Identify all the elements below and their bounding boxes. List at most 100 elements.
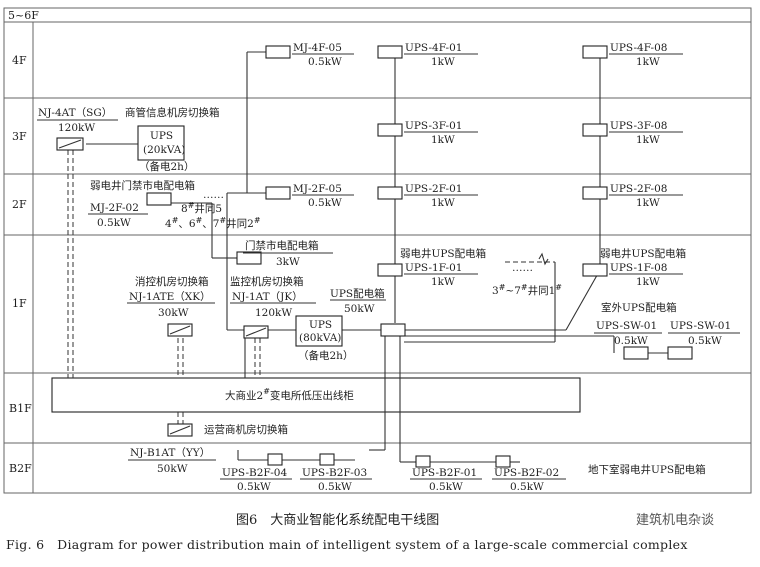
ups80-spec: (80kVA): [299, 332, 341, 344]
break-symbol: [538, 252, 549, 266]
label-mj-2f-02: MJ-2F-02: [90, 202, 139, 214]
dashed-feeders: [67, 150, 555, 430]
kw-ups-3f-08: 1kW: [636, 134, 660, 146]
label-mj-2f-05: MJ-2F-05: [293, 183, 342, 195]
label-monitor-room: 监控机房切换箱: [230, 275, 304, 288]
caption-en: Fig. 6 Diagram for power distribution ma…: [6, 537, 688, 552]
floor-grid: [3, 7, 752, 494]
label-nj-1ate: NJ-1ATE（XK）: [129, 291, 211, 303]
kw-nj-b1at: 50kW: [157, 463, 188, 475]
ups20-spec: (20kVA): [143, 144, 185, 156]
dots-2f: ……: [203, 189, 224, 201]
kw-ups-b2f-01: 0.5kW: [429, 481, 463, 493]
box-ups-sw-02: [667, 346, 693, 360]
box-access-panel: [236, 251, 262, 265]
kw-ups-sw-02: 0.5kW: [688, 335, 722, 347]
label-basement-ups: 地下室弱电井UPS配电箱: [588, 463, 706, 476]
equipment-boxes: [56, 45, 693, 468]
floor-label-4f: 4F: [12, 54, 27, 67]
kw-ups-3f-01: 1kW: [431, 134, 455, 146]
box-ups-2f-01: [377, 186, 403, 200]
box-ups-b2f-04: [267, 453, 283, 466]
kw-nj-1ate: 30kW: [158, 307, 189, 319]
kw-ups-4f-01: 1kW: [431, 56, 455, 68]
box-ups-3f-01: [377, 123, 403, 137]
node-labels: MJ-4F-05 0.5kW UPS-4F-01 1kW UPS-4F-08 1…: [37, 42, 740, 493]
label-ups-2f-08: UPS-2F-08: [610, 183, 667, 195]
floor-label-1f: 1F: [12, 297, 27, 310]
label-nj-b1at: NJ-B1AT（YY）: [130, 447, 210, 459]
floor-label-b2f: B2F: [9, 462, 32, 475]
box-ups-4f-08: [582, 45, 608, 59]
floor-label-3f: 3F: [12, 130, 27, 143]
label-ups-1f-01: UPS-1F-01: [405, 262, 462, 274]
kw-ups-b2f-03: 0.5kW: [318, 481, 352, 493]
box-ups-20kva: [137, 125, 185, 161]
box-ups-panel: [380, 323, 406, 337]
box-ups-b2f-02: [495, 455, 511, 468]
label-ups-sw-02: UPS-SW-01: [670, 320, 731, 332]
box-ups-b2f-01: [415, 455, 431, 468]
label-access-panel: 门禁市电配电箱: [245, 239, 319, 252]
kw-ups-1f-01: 1kW: [431, 276, 455, 288]
floor-label-2f: 2F: [12, 198, 27, 211]
kw-ups-2f-01: 1kW: [431, 197, 455, 209]
box-ups-1f-01: [377, 263, 403, 277]
label-weak-well-access: 弱电井门禁市电配电箱: [90, 179, 195, 192]
label-ups-4f-01: UPS-4F-01: [405, 42, 462, 54]
caption-zh: 图6 大商业智能化系统配电干线图: [236, 513, 439, 528]
label-shaft-1: 3#~7#井同1#: [492, 283, 562, 297]
label-ups-2f-01: UPS-2F-01: [405, 183, 462, 195]
box-ups-3f-08: [582, 123, 608, 137]
label-ups-3f-01: UPS-3F-01: [405, 120, 462, 132]
trunk-lines: [86, 51, 668, 463]
kw-ups-2f-08: 1kW: [636, 197, 660, 209]
label-ups-b2f-01: UPS-B2F-01: [412, 467, 477, 479]
label-ups-1f-08: UPS-1F-08: [610, 262, 667, 274]
ups80-note: （备电2h）: [298, 349, 353, 362]
label-ups-4f-08: UPS-4F-08: [610, 42, 667, 54]
label-fire-room: 消控机房切换箱: [135, 275, 209, 288]
box-ups-1f-08: [582, 263, 608, 277]
label-nj-1at: NJ-1AT（JK）: [232, 291, 303, 303]
box-ups-4f-01: [377, 45, 403, 59]
label-weak-ups-right: 弱电井UPS配电箱: [600, 247, 686, 260]
box-ups-sw-01: [623, 346, 649, 360]
box-mj-2f-02: [146, 192, 172, 206]
label-nj-4at: NJ-4AT（SG）: [38, 107, 112, 119]
box-ups-2f-08: [582, 186, 608, 200]
kw-ups-1f-08: 1kW: [636, 276, 660, 288]
label-weak-ups-left: 弱电井UPS配电箱: [400, 247, 486, 260]
label-outdoor-ups: 室外UPS配电箱: [601, 301, 677, 314]
label-ups-b2f-03: UPS-B2F-03: [302, 467, 367, 479]
label-ups-b2f-04: UPS-B2F-04: [222, 467, 287, 479]
kw-ups-b2f-04: 0.5kW: [237, 481, 271, 493]
kw-nj-4at: 120kW: [58, 122, 95, 134]
dots-1f: ……: [512, 262, 533, 274]
label-ups-sw-01: UPS-SW-01: [596, 320, 657, 332]
kw-mj-4f-05: 0.5kW: [308, 56, 342, 68]
kw-mj-2f-05: 0.5kW: [308, 197, 342, 209]
floor-labels: 5~6F 4F 3F 2F 1F B1F B2F: [8, 9, 39, 475]
ups80-title: UPS: [309, 319, 332, 331]
label-shaft-5: 8#井同5: [181, 201, 222, 215]
floor-label-5-6f: 5~6F: [8, 9, 39, 22]
watermark: 建筑机电杂谈: [636, 512, 714, 528]
label-shaft-2: 4#、6#、7#井同2#: [165, 216, 261, 230]
ups20-title: UPS: [150, 130, 173, 142]
label-ups-3f-08: UPS-3F-08: [610, 120, 667, 132]
kw-mj-2f-02: 0.5kW: [97, 217, 131, 229]
label-ups-panel: UPS配电箱: [330, 287, 385, 300]
kw-ups-4f-08: 1kW: [636, 56, 660, 68]
ups20-note: （备电2h）: [139, 160, 194, 173]
label-operator-room: 运营商机房切换箱: [204, 423, 288, 436]
box-mj-4f-05: [265, 45, 291, 59]
box-ups-b2f-03: [319, 453, 335, 466]
box-ups-80kva: [295, 315, 343, 347]
kw-ups-sw-01: 0.5kW: [614, 335, 648, 347]
substation-label: 大商业2#变电所低压出线柜: [225, 387, 354, 402]
kw-nj-1at: 120kW: [255, 307, 292, 319]
floor-label-b1f: B1F: [9, 402, 32, 415]
label-commercial-info-room: 商管信息机房切换箱: [125, 106, 220, 119]
